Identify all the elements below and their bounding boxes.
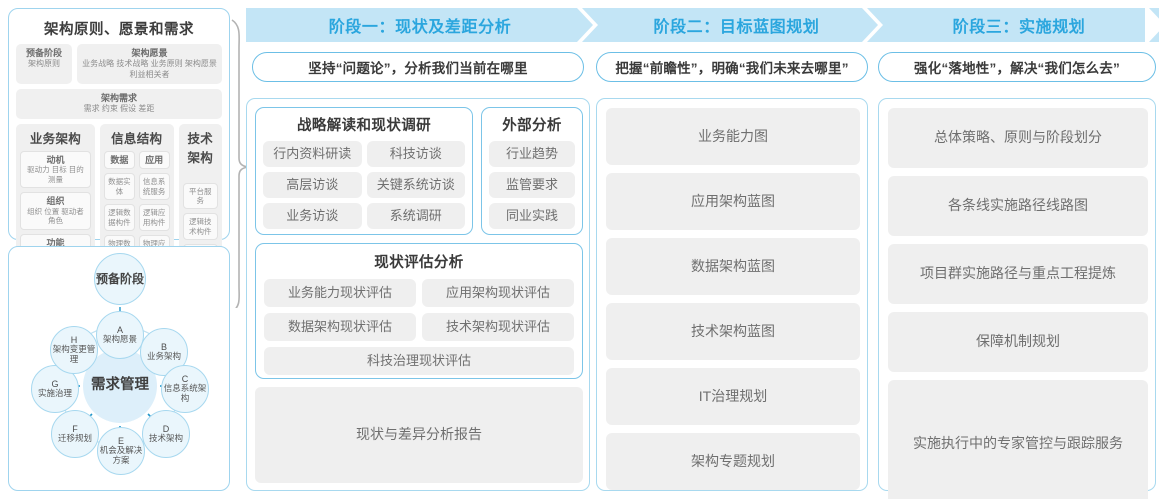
strategy-research-head: 战略解读和现状调研 [296, 118, 432, 134]
phase2-body-panel: 业务能力图 应用架构蓝图 数据架构蓝图 技术架构蓝图 IT治理规划 架构专题规划 [596, 98, 868, 491]
togaf-prep-sub: 架构原则 [28, 59, 60, 69]
assessment-item[interactable]: 数据架构现状评估 [264, 313, 416, 341]
phase3-item[interactable]: 项目群实施路径与重点工程提炼 [888, 244, 1148, 304]
togaf-domain-columns: 业务架构 动机 驱动力 目标 目的 测量 组织 组织 位置 驱动者 角色 功能 … [16, 123, 222, 277]
togaf-title: 架构原则、愿景和需求 [44, 22, 194, 38]
togaf-content-framework-card: 架构原则、愿景和需求 预备阶段 架构原则 架构愿景 业务战略 技术战略 业务原则… [8, 8, 230, 323]
info-app-item: 信息系统服务 [138, 173, 170, 201]
chevron-separator-icon-1 [577, 8, 598, 42]
assessment-head: 现状评估分析 [374, 255, 464, 271]
phase-header-band: 阶段一：现状及差距分析 阶段二：目标蓝图规划 阶段三：实施规划 [246, 8, 1165, 42]
assessment-item[interactable]: 应用架构现状评估 [422, 279, 574, 307]
info-data-item: 逻辑数据构件 [103, 204, 135, 231]
business-arch-item: 动机 驱动力 目标 目的 测量 [20, 150, 91, 189]
phase3-item[interactable]: 各条线实施路径线路图 [888, 176, 1148, 236]
info-app-item: 应用 [138, 150, 170, 170]
phase-header-2[interactable]: 阶段二：目标蓝图规划 [594, 8, 879, 42]
phase3-body-panel: 总体策略、原则与阶段划分 各条线实施路径线路图 项目群实施路径与重点工程提炼 保… [878, 98, 1156, 499]
adm-node-a[interactable]: A 架构愿景 [96, 311, 144, 359]
external-item[interactable]: 行业趋势 [489, 141, 575, 167]
strategy-item[interactable]: 高层访谈 [263, 172, 362, 198]
assessment-item[interactable]: 业务能力现状评估 [264, 279, 416, 307]
phase-subtitle-3: 强化“落地性”，解决“我们怎么去” [878, 52, 1156, 82]
chevron-separator-icon-2 [862, 8, 883, 42]
assessment-item[interactable]: 技术架构现状评估 [422, 313, 574, 341]
togaf-requirements-sub: 需求 约束 假设 差距 [83, 104, 155, 114]
togaf-prep-box: 预备阶段 架构原则 [16, 44, 72, 85]
phase2-item[interactable]: 业务能力图 [606, 108, 860, 165]
info-app-item: 逻辑应用构件 [138, 204, 170, 231]
phase2-item[interactable]: 应用架构蓝图 [606, 173, 860, 230]
phase-subtitle-1: 坚持“问题论”，分析我们当前在哪里 [252, 52, 584, 82]
togaf-row-vision: 预备阶段 架构原则 架构愿景 业务战略 技术战略 业务原则 架构愿景 利益相关者 [16, 44, 222, 85]
phase1-body-panel: 战略解读和现状调研 行内资料研读 科技访谈 高层访谈 关键系统访谈 业务访谈 系… [246, 98, 590, 491]
adm-node-c[interactable]: C 信息系统架构 [161, 365, 209, 413]
tech-arch-head: 技术架构 [187, 131, 214, 165]
tech-arch-item: 平台服务 [182, 182, 218, 210]
adm-node-prep[interactable]: 预备阶段 [94, 253, 146, 305]
business-arch-item: 组织 组织 位置 驱动者 角色 [20, 192, 91, 230]
phase2-item[interactable]: 架构专题规划 [606, 433, 860, 490]
info-data-item: 数据实体 [103, 173, 135, 201]
adm-cycle-card: 预备阶段 需求管理 A 架构愿景 B 业务架构 C 信息系统架构 [8, 246, 230, 491]
external-item[interactable]: 监管要求 [489, 172, 575, 198]
phase-header-3[interactable]: 阶段三：实施规划 [879, 8, 1159, 42]
info-struct-head: 信息结构 [111, 131, 163, 146]
business-arch-head: 业务架构 [29, 131, 82, 146]
adm-diagram: 预备阶段 需求管理 A 架构愿景 B 业务架构 C 信息系统架构 [9, 247, 231, 492]
phase2-item[interactable]: IT治理规划 [606, 368, 860, 425]
phase3-item[interactable]: 保障机制规划 [888, 312, 1148, 372]
phase-subtitle-2: 把握“前瞻性”，明确“我们未来去哪里” [596, 52, 868, 82]
phase3-item[interactable]: 实施执行中的专家管控与跟踪服务 [888, 380, 1148, 499]
togaf-vision-box: 架构愿景 业务战略 技术战略 业务原则 架构愿景 利益相关者 [77, 44, 222, 85]
phase3-item[interactable]: 总体策略、原则与阶段划分 [888, 108, 1148, 168]
adm-node-d[interactable]: D 技术架构 [142, 410, 190, 458]
adm-node-f[interactable]: F 迁移规划 [51, 410, 99, 458]
togaf-requirements-title: 架构需求 [100, 93, 137, 104]
strategy-research-card: 战略解读和现状调研 行内资料研读 科技访谈 高层访谈 关键系统访谈 业务访谈 系… [255, 107, 473, 235]
strategy-item[interactable]: 行内资料研读 [263, 141, 362, 167]
chevron-end-icon [1145, 8, 1165, 42]
external-analysis-head: 外部分析 [502, 118, 562, 134]
togaf-vision-sub: 业务战略 技术战略 业务原则 架构愿景 利益相关者 [82, 59, 217, 79]
phase-header-1[interactable]: 阶段一：现状及差距分析 [246, 8, 594, 42]
togaf-requirements-box: 架构需求 需求 约束 假设 差距 [16, 89, 222, 119]
adm-node-h[interactable]: H 架构变更管理 [50, 326, 98, 374]
strategy-item[interactable]: 业务访谈 [263, 203, 362, 229]
adm-node-requirements-management[interactable]: 需求管理 [83, 349, 157, 423]
phase1-report-item[interactable]: 现状与差异分析报告 [255, 387, 583, 483]
left-column: 架构原则、愿景和需求 预备阶段 架构原则 架构愿景 业务战略 技术战略 业务原则… [8, 8, 230, 491]
adm-node-e[interactable]: E 机会及解决方案 [97, 427, 145, 475]
current-state-assessment-card: 现状评估分析 业务能力现状评估 应用架构现状评估 数据架构现状评估 技术架构现状… [255, 243, 583, 379]
phase2-item[interactable]: 技术架构蓝图 [606, 303, 860, 360]
external-item[interactable]: 同业实践 [489, 203, 575, 229]
assessment-item-full[interactable]: 科技治理现状评估 [264, 347, 574, 375]
strategy-item[interactable]: 科技访谈 [366, 141, 465, 167]
strategy-item[interactable]: 系统调研 [366, 203, 465, 229]
togaf-prep-title: 预备阶段 [25, 48, 62, 58]
strategy-item[interactable]: 关键系统访谈 [366, 172, 465, 198]
tech-arch-item: 逻辑技术构件 [182, 213, 218, 241]
info-data-item: 数据 [103, 150, 135, 170]
togaf-vision-title: 架构愿景 [131, 48, 168, 58]
external-analysis-card: 外部分析 行业趋势 监管要求 同业实践 [481, 107, 583, 235]
phase2-item[interactable]: 数据架构蓝图 [606, 238, 860, 295]
